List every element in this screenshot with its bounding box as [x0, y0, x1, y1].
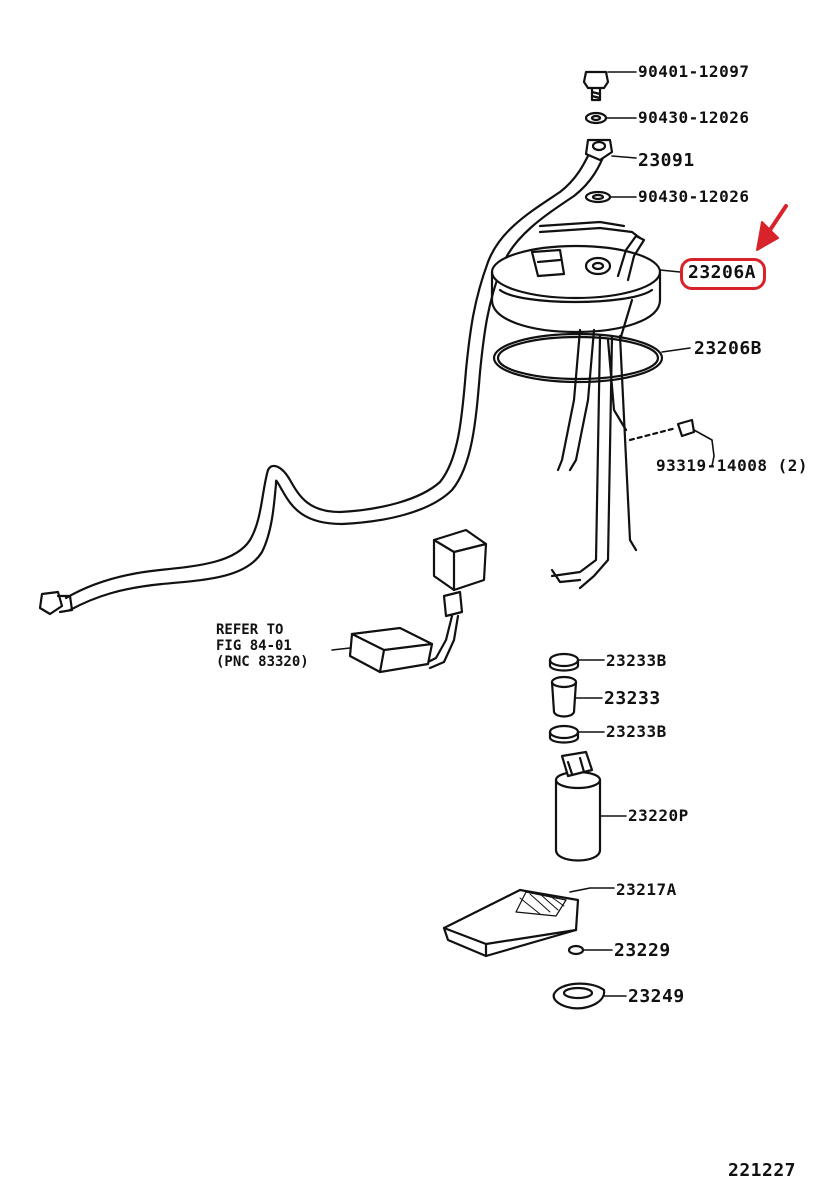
part-label-fuel-pump: 23220P: [628, 806, 689, 825]
part-label-fuel-line: 23091: [638, 150, 695, 171]
highlight-arrow-icon: [756, 204, 788, 251]
leader-lines: [331, 71, 715, 997]
refer-note-line1: REFER TO: [216, 622, 284, 638]
clamp-upper-part: [548, 652, 580, 672]
bolt-part: [582, 70, 610, 102]
refer-note: REFER TO FIG 84-01 (PNC 83320): [216, 622, 309, 670]
part-label-filter: 23217A: [616, 880, 677, 899]
part-label-cushion: 23229: [614, 940, 671, 961]
pump-bracket-part: [490, 220, 662, 590]
part-label-bracket-gasket: 23206B: [694, 338, 763, 359]
part-label-clamp-upper: 23233B: [606, 651, 667, 670]
rubber-part: [552, 982, 606, 1010]
part-label-gasket-lower: 90430-12026: [638, 187, 750, 206]
part-label-bolt: 90401-12097: [638, 62, 750, 81]
cushion-part: [567, 944, 585, 956]
part-label-screw: 93319-14008 (2): [656, 456, 808, 475]
clamp-lower-part: [548, 724, 580, 744]
screw-part: [628, 418, 696, 442]
part-label-clamp-lower: 23233B: [606, 722, 667, 741]
fuel-line-part: [38, 138, 614, 616]
fuel-pump-part: [554, 750, 602, 862]
filter-part: [442, 888, 580, 958]
part-label-hose: 23233: [604, 688, 661, 709]
part-label-gasket-top: 90430-12026: [638, 108, 750, 127]
part-label-rubber: 23249: [628, 986, 685, 1007]
highlight-ring: [680, 258, 766, 290]
bracket-gasket-part: [492, 332, 664, 384]
hose-part: [550, 675, 578, 718]
figure-id: 221227: [728, 1160, 797, 1181]
gasket-lower-part: [584, 190, 612, 204]
gasket-top-part: [584, 111, 608, 125]
refer-note-line3: (PNC 83320): [216, 654, 309, 670]
refer-note-line2: FIG 84-01: [216, 638, 292, 654]
wiring-harness-part: [348, 528, 488, 674]
part-label-pump-bracket: 23206A: [688, 262, 757, 283]
